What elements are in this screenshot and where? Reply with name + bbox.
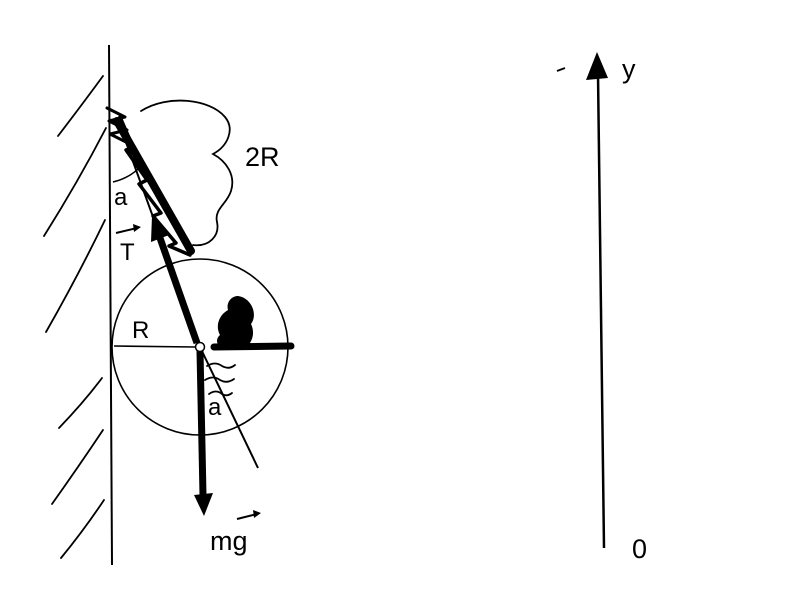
rope-brace-curve: [140, 99, 234, 247]
label-axis-y: y: [622, 54, 636, 84]
climber-figure: [210, 296, 295, 351]
wall-line: [108, 44, 113, 566]
y-axis-line: [596, 73, 606, 549]
rope-direction-line: [117, 119, 259, 469]
y-axis-arrowhead: [586, 52, 608, 80]
label-angle-bottom: a: [208, 394, 222, 421]
angle-top-arc: [112, 165, 142, 183]
figure-body: [217, 296, 254, 347]
wall-hatching: [43, 75, 107, 559]
tension-vector: T: [115, 216, 201, 345]
angle-squiggle: [206, 362, 236, 369]
wall-hatch-stroke: [60, 499, 105, 559]
label-angle-top: a: [114, 184, 128, 211]
y-axis: y 0: [556, 52, 647, 564]
tension-hat-arrow: [115, 227, 138, 234]
weight-hat-arrowhead: [253, 510, 261, 518]
angle-squiggle: [208, 390, 233, 397]
rope-scribble: [118, 115, 192, 257]
wall-hatch-stroke: [51, 429, 104, 505]
weight-arrowhead: [194, 493, 213, 516]
label-origin: 0: [632, 534, 647, 564]
wall-hatch-stroke: [58, 377, 103, 429]
wall-hatch-stroke: [43, 127, 107, 237]
radius-line: [113, 345, 196, 348]
label-tension: T: [120, 239, 135, 266]
wall: [43, 44, 130, 566]
tension-arrowhead: [151, 216, 169, 242]
tension-arrow-shaft: [156, 236, 201, 345]
label-rope-length: 2R: [245, 142, 280, 172]
weight-vector: mg: [194, 350, 261, 556]
tension-hat-arrowhead: [133, 224, 141, 232]
weight-arrow-shaft: [196, 350, 207, 496]
sphere-center-dot: [194, 341, 206, 353]
label-radius: R: [132, 317, 149, 344]
wall-hatch-stroke: [57, 75, 104, 137]
figure-arm-bar: [210, 342, 295, 351]
y-axis-tick-dash: [556, 67, 566, 72]
label-weight: mg: [210, 526, 248, 556]
wall-hatch-stroke: [45, 219, 106, 333]
rope: [113, 115, 195, 257]
angle-squiggle: [204, 376, 235, 383]
angle-bottom-marks: [204, 362, 236, 397]
